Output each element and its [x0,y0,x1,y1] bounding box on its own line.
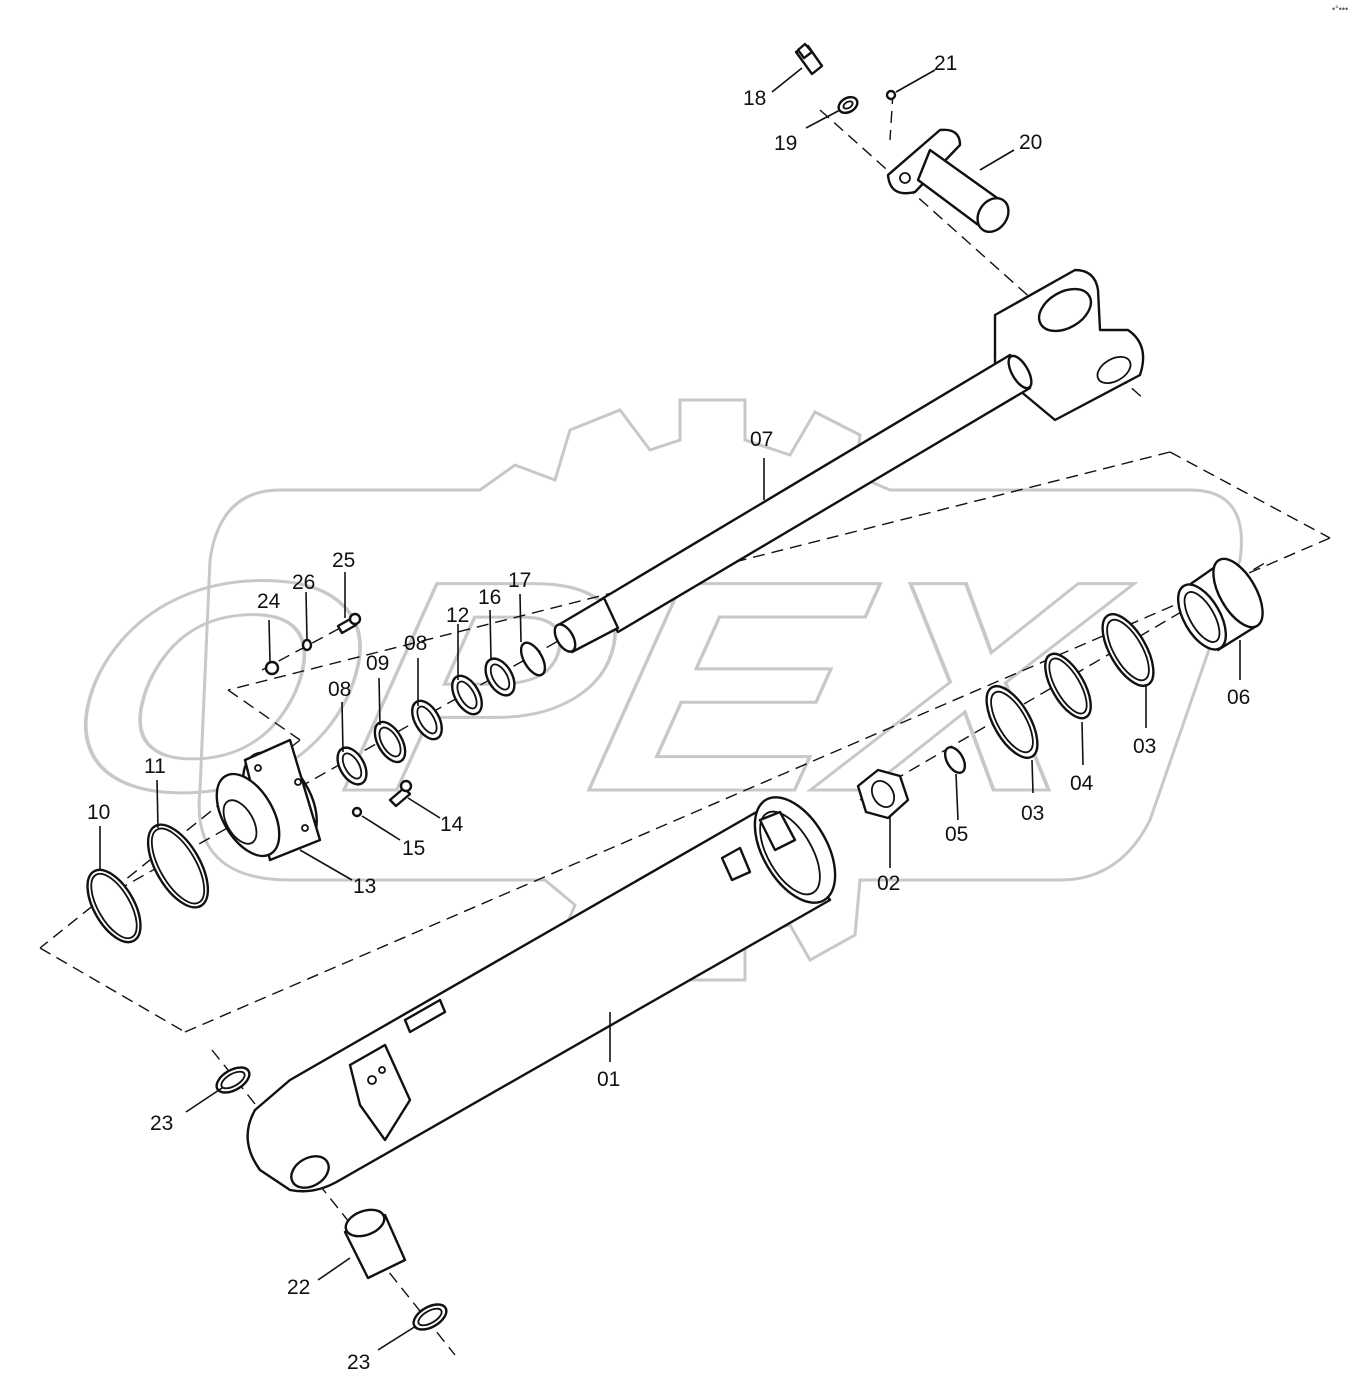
label-24: 24 [257,590,281,613]
cylinder-tube-01 [246,796,837,1193]
leader-lines [99,67,1241,1351]
head-axis [99,639,561,901]
screw-25 [336,612,362,635]
label-26: 26 [292,571,315,594]
label-13: 13 [353,875,376,898]
ring-10 [86,868,142,944]
oring-05 [943,746,967,774]
nut-24 [264,660,280,676]
seal-16 [484,657,516,697]
seal-17 [519,641,547,677]
part-labels: 18 19 21 20 07 25 26 24 17 16 12 08 09 0… [87,52,1250,1374]
label-14: 14 [440,813,464,836]
label-19: 19 [774,132,797,155]
label-08-upper: 08 [404,632,427,655]
bushing-22 [343,1208,407,1280]
piston-06 [1176,557,1264,652]
corner-mark: •°••• [1332,4,1348,14]
label-23-upper: 23 [150,1112,173,1135]
label-08-lower: 08 [328,678,351,701]
piston-rod-07 [553,268,1145,654]
washer-19 [837,95,859,115]
cylinder-head-13 [215,738,322,862]
ring-11 [146,823,210,909]
label-11: 11 [144,755,166,778]
ring-04 [1044,652,1092,720]
bolt-18 [794,42,824,76]
washer-26 [301,638,313,652]
label-10: 10 [87,801,110,824]
seal-08-lower [336,746,368,786]
ring-03-upper [1101,613,1155,687]
label-09: 09 [366,652,389,675]
pin-20 [886,128,1010,233]
label-22: 22 [287,1276,310,1299]
watermark-text: OPEX [38,519,1148,854]
label-01: 01 [597,1068,620,1091]
seal-08-upper [411,699,443,741]
snap-ring-23-lower [412,1303,448,1331]
label-21: 21 [934,52,957,75]
seal-12 [451,674,483,716]
grease-nipple-21 [885,89,897,101]
label-23-lower: 23 [347,1351,370,1374]
label-06: 06 [1227,686,1250,709]
label-05: 05 [945,823,968,846]
nut-02 [856,768,910,820]
label-18: 18 [743,87,766,110]
label-15: 15 [402,837,425,860]
label-16: 16 [478,586,501,609]
seal-09 [373,720,407,764]
label-17: 17 [508,569,531,592]
snap-ring-23-upper [215,1066,251,1094]
label-25: 25 [332,549,355,572]
label-03-lower: 03 [1021,802,1044,825]
ball-15 [351,806,363,818]
label-04: 04 [1070,772,1094,795]
label-20: 20 [1019,131,1042,154]
label-02: 02 [877,872,900,895]
label-07: 07 [750,428,773,451]
label-12: 12 [446,604,469,627]
bottom-pin-axis [211,1049,456,1356]
screw-14 [388,779,413,808]
label-03-upper: 03 [1133,735,1156,758]
grease-axis [889,91,894,141]
ring-03-lower [985,685,1039,759]
